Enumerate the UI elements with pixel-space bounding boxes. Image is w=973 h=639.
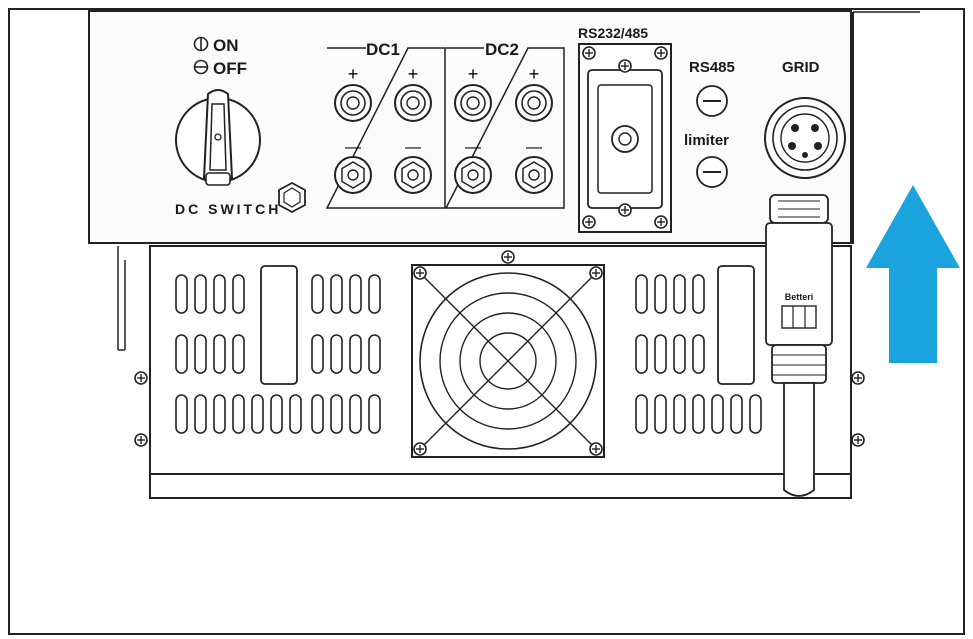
dc1-pv-plus-terminal-1[interactable] — [334, 84, 372, 122]
dc2-minus-label-1: — — [465, 139, 481, 156]
rs485-port[interactable] — [696, 85, 728, 117]
switch-on-label: ON — [213, 36, 239, 55]
vent-plug-icon — [278, 181, 306, 214]
switch-off-indicator: OFF — [193, 59, 247, 78]
arrow-up-icon — [866, 185, 960, 363]
rs232-485-label: RS232/485 — [578, 25, 648, 41]
dc1-plus-label-1: + — [348, 64, 359, 84]
dc2-plus-label-2: + — [529, 64, 540, 84]
rs485-label: RS485 — [689, 59, 735, 76]
dc1-minus-label-1: — — [345, 139, 361, 156]
dc2-group: DC2 + + — — — [444, 40, 565, 209]
grid-ac-port[interactable] — [764, 97, 846, 179]
dc1-label: DC1 — [366, 40, 400, 59]
ac-cable — [783, 382, 815, 497]
dc2-label: DC2 — [485, 40, 519, 59]
switch-on-indicator: ON — [193, 36, 239, 55]
dc1-minus-label-2: — — [405, 139, 421, 156]
dc2-pv-minus-terminal-1[interactable] — [454, 156, 492, 194]
dc1-pv-minus-terminal-2[interactable] — [394, 156, 432, 194]
dc2-pv-minus-terminal-2[interactable] — [515, 156, 553, 194]
dc1-plus-label-2: + — [408, 64, 419, 84]
dc2-plus-label-1: + — [468, 64, 479, 84]
dc2-minus-label-2: — — [526, 139, 542, 156]
dc-switch-label: DC SWITCH — [175, 201, 281, 217]
grid-ac-connector-plug[interactable]: Betteri — [765, 194, 833, 497]
base-plate — [149, 473, 852, 499]
limiter-port[interactable] — [696, 156, 728, 188]
dc1-pv-minus-terminal-1[interactable] — [334, 156, 372, 194]
side-handle-left — [260, 265, 298, 385]
dc1-group: DC1 + + — — — [325, 40, 446, 209]
connector-brand-label: Betteri — [785, 292, 814, 302]
grid-label: GRID — [782, 59, 820, 76]
dc2-pv-plus-terminal-2[interactable] — [515, 84, 553, 122]
rs232-485-port[interactable] — [578, 43, 672, 233]
limiter-label: limiter — [684, 132, 729, 149]
dc2-pv-plus-terminal-1[interactable] — [454, 84, 492, 122]
fan-guard-icon — [411, 250, 605, 458]
dc1-pv-plus-terminal-2[interactable] — [394, 84, 432, 122]
side-handle-right — [717, 265, 755, 385]
switch-off-label: OFF — [213, 59, 247, 78]
rotary-switch-icon — [175, 89, 261, 186]
